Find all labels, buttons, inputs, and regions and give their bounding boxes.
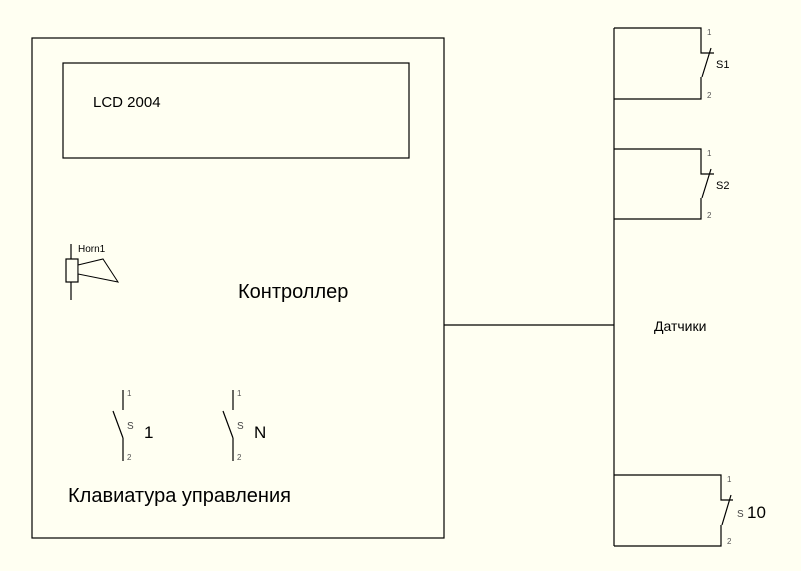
controller-box [31,37,445,539]
sensor-switch-s10: 1 2 S 10 [614,474,766,547]
keyboard-switch-1: 1 2 S 1 [112,389,153,462]
controller-block: Контроллер [31,37,445,539]
switch-label: S2 [716,180,729,192]
controller-label: Контроллер [238,281,348,303]
keyboard-switch-n: 1 2 S N [222,389,266,462]
switch-id: 10 [747,503,766,522]
switch-prefix: S [127,421,134,432]
switch-id: N [254,423,266,442]
pin-label: 2 [237,453,242,462]
pin-label: 1 [237,389,242,398]
switch-prefix: S [737,509,744,520]
lcd-display: LCD 2004 [62,62,410,159]
pin-label: 1 [707,28,712,37]
pin-label: 2 [707,91,712,100]
horn-icon: Horn1 [65,244,120,300]
pin-label: 2 [727,537,732,546]
pin-label: 1 [707,149,712,158]
horn-label: Horn1 [78,244,106,255]
pin-label: 2 [707,211,712,220]
keyboard-label: Клавиатура управления [68,485,291,507]
sensors-label: Датчики [654,318,706,334]
pin-label: 2 [127,453,132,462]
switch-prefix: S [237,421,244,432]
lcd-box [62,62,410,159]
sensor-switch-s2: 1 2 S2 [614,148,729,220]
sensor-switch-s1: 1 2 S1 [614,27,729,100]
lcd-label: LCD 2004 [93,94,161,111]
switch-id: 1 [144,423,153,442]
pin-label: 1 [727,475,732,484]
pin-label: 1 [127,389,132,398]
switch-label: S1 [716,59,729,71]
